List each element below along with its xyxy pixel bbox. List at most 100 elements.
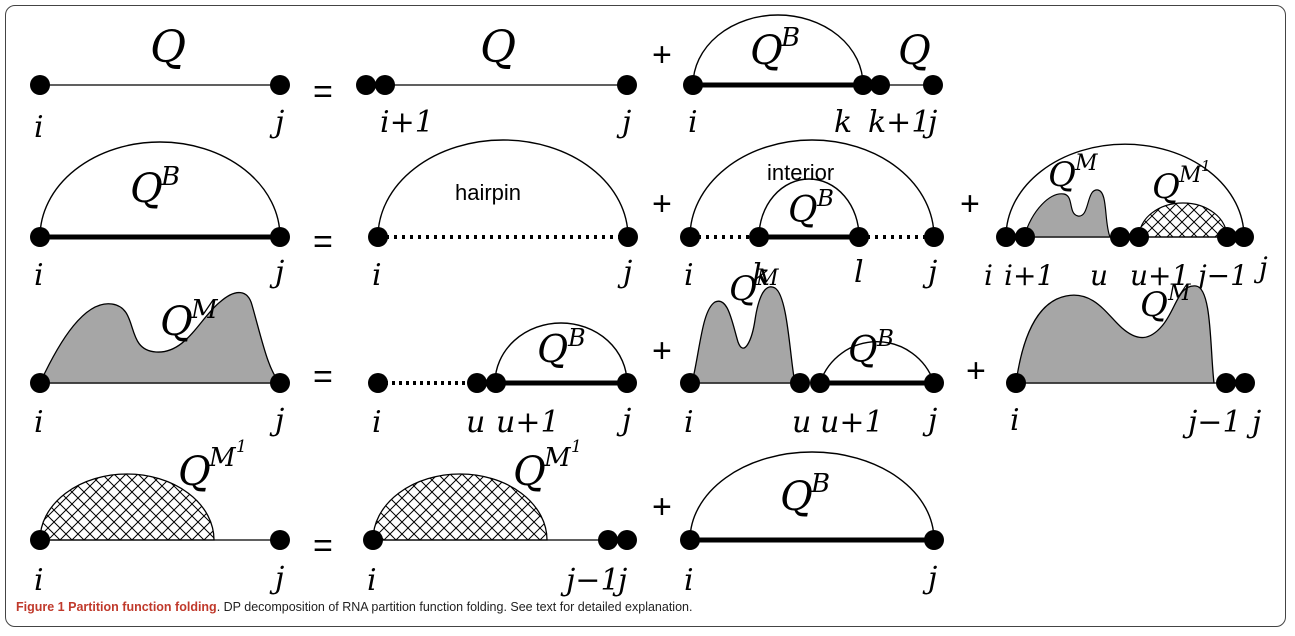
base-dot: [467, 373, 487, 393]
label-i: i: [372, 405, 382, 440]
base-dot: [486, 373, 506, 393]
equals-sign: =: [313, 73, 333, 111]
label-j: j: [922, 561, 937, 596]
base-dot: [924, 373, 944, 393]
multiloop1-shape: [372, 473, 548, 541]
row-2-multiloop: Q M Q M 1 i i+1 u u+1 j−1 j: [984, 143, 1268, 292]
label-j: j: [616, 403, 631, 438]
multiloop-shape: [1023, 189, 1111, 238]
base-dot: [270, 75, 290, 95]
base-dot: [1216, 373, 1236, 393]
label-j-minus-1: j−1: [560, 563, 620, 598]
label-i: i: [34, 110, 44, 145]
base-dot: [1217, 227, 1237, 247]
superscript-m: M: [755, 266, 779, 291]
base-dot: [924, 530, 944, 550]
base-dot: [363, 530, 383, 550]
base-dot: [1006, 373, 1026, 393]
row-1-rhs-b: Q B Q i k k+1 j: [683, 14, 943, 140]
base-dot: [375, 75, 395, 95]
superscript-b: B: [780, 23, 800, 53]
symbol-q: Q: [150, 22, 186, 73]
symbol-q: Q: [160, 299, 193, 345]
symbol-q: Q: [1152, 167, 1180, 207]
base-dot: [790, 373, 810, 393]
superscript-one: 1: [236, 437, 247, 457]
base-dot: [270, 373, 290, 393]
base-dot: [617, 75, 637, 95]
plus-sign: +: [652, 332, 672, 370]
label-u: u: [1090, 259, 1108, 292]
plus-sign: +: [960, 185, 980, 223]
superscript-b: B: [876, 326, 894, 352]
superscript-m: M: [1167, 281, 1191, 306]
label-j: j: [269, 561, 284, 596]
base-dot: [618, 227, 638, 247]
symbol-q: Q: [130, 166, 163, 212]
base-dot: [680, 373, 700, 393]
base-dot: [1234, 227, 1254, 247]
row-2-interior: interior Q B i k l j: [680, 139, 944, 293]
label-i: i: [34, 258, 44, 293]
symbol-q: Q: [513, 449, 546, 495]
label-j: j: [922, 255, 937, 290]
symbol-q: Q: [480, 22, 516, 73]
plus-sign: +: [652, 488, 672, 526]
row-4-lhs: Q M 1 i j: [30, 437, 290, 598]
figure-title: Partition function folding: [68, 600, 217, 614]
superscript-m: M: [543, 443, 572, 473]
label-k: k: [834, 105, 852, 140]
base-dot: [368, 373, 388, 393]
base-dot: [680, 530, 700, 550]
label-i: i: [684, 405, 694, 440]
row-3-rhs-a: Q B i u u+1 j: [368, 322, 637, 440]
superscript-m: M: [1178, 163, 1202, 188]
symbol-q: Q: [1048, 155, 1076, 195]
base-dot: [617, 530, 637, 550]
figure-caption-text: . DP decomposition of RNA partition func…: [216, 600, 693, 614]
label-u-plus-1: u+1: [820, 405, 884, 440]
label-i: i: [34, 405, 44, 440]
row-3-rhs-c: Q M i j−1 j: [1006, 281, 1261, 440]
base-dot: [870, 75, 890, 95]
base-dot: [924, 227, 944, 247]
label-i: i: [1010, 403, 1020, 438]
symbol-q: Q: [780, 474, 813, 520]
base-dot: [996, 227, 1016, 247]
label-j: j: [269, 403, 284, 438]
label-i: i: [688, 105, 698, 140]
row-3-rhs-b: Q M Q B i u u+1 j: [680, 266, 944, 440]
multiloop1-shape: [39, 473, 215, 541]
label-j: j: [269, 255, 284, 290]
base-dot: [853, 75, 873, 95]
symbol-q: Q: [729, 269, 757, 309]
base-dot: [810, 373, 830, 393]
label-j: j: [269, 105, 284, 140]
plus-sign: +: [966, 352, 986, 390]
base-dot: [923, 75, 943, 95]
multiloop1-shape: [1138, 202, 1228, 238]
symbol-q: Q: [898, 28, 931, 74]
label-i: i: [684, 563, 694, 598]
symbol-q: Q: [178, 449, 211, 495]
label-u-plus-1: u+1: [496, 405, 560, 440]
hairpin-label: hairpin: [455, 180, 521, 205]
symbol-q: Q: [537, 327, 568, 371]
row-4-rhs-a: Q M 1 i j−1 j: [363, 437, 637, 598]
label-u-plus-1: u+1: [1130, 259, 1189, 292]
base-dot: [749, 227, 769, 247]
figure-caption: Figure 1 Partition function folding. DP …: [16, 600, 1276, 614]
plus-sign: +: [652, 36, 672, 74]
base-dot: [849, 227, 869, 247]
equals-sign: =: [313, 358, 333, 396]
symbol-q: Q: [848, 330, 878, 371]
label-i: i: [684, 258, 694, 293]
superscript-b: B: [810, 469, 830, 499]
superscript-one: 1: [1201, 157, 1211, 175]
label-i-plus-1: i+1: [1004, 259, 1054, 292]
interior-label: interior: [767, 160, 834, 185]
label-j: j: [616, 105, 631, 140]
superscript-m: M: [1074, 151, 1098, 176]
multiloop-shape: [38, 291, 282, 384]
